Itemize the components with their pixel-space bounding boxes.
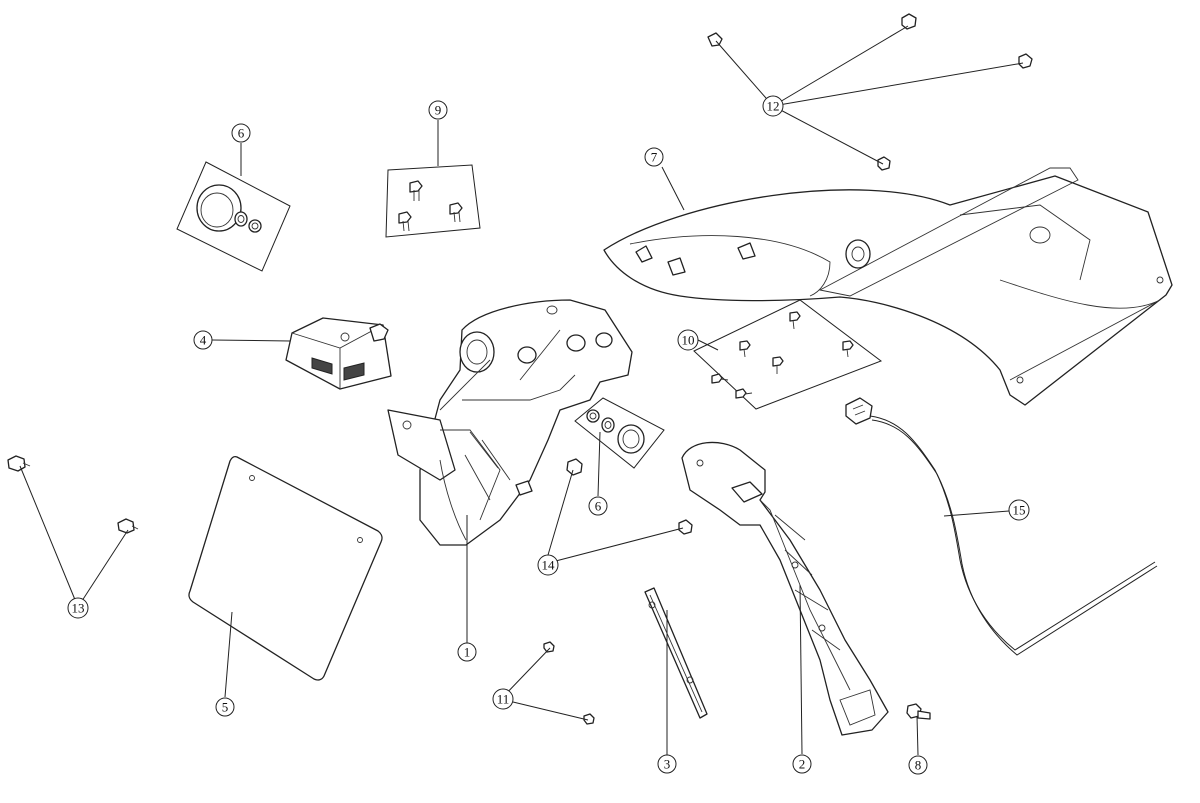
callout-10: 10 [677, 329, 699, 351]
callout-6-lower-label: 6 [595, 499, 602, 514]
callout-5: 5 [215, 697, 235, 717]
part-11-screws [543, 641, 595, 725]
callout-6-top: 6 [231, 123, 251, 143]
callout-12: 12 [762, 95, 784, 117]
callout-11: 11 [492, 688, 514, 710]
part-3-strip [644, 587, 708, 719]
callout-7-label: 7 [651, 150, 658, 165]
callout-5-label: 5 [222, 700, 229, 715]
callout-7: 7 [644, 147, 664, 167]
part-6-grommet-set-top [176, 161, 291, 272]
callout-1-label: 1 [464, 645, 471, 660]
callout-8: 8 [908, 755, 928, 775]
callout-13-label: 13 [72, 601, 85, 616]
callout-9: 9 [428, 100, 448, 120]
callout-9-label: 9 [435, 103, 442, 118]
part-12-screws [707, 13, 1033, 171]
part-7-rear-fender [603, 167, 1173, 406]
callout-15: 15 [1008, 499, 1030, 521]
callout-2-label: 2 [799, 757, 806, 772]
part-13-bolts [7, 455, 139, 534]
callout-6-top-label: 6 [238, 126, 245, 141]
part-4-module [285, 317, 392, 390]
callout-13: 13 [67, 597, 89, 619]
part-2-bracket [681, 441, 889, 736]
callout-10-label: 10 [682, 333, 695, 348]
callout-15-label: 15 [1013, 503, 1026, 518]
leader-lines [19, 25, 1024, 756]
callout-8-label: 8 [915, 758, 922, 773]
part-1-main-bracket [387, 299, 633, 546]
callout-3-label: 3 [664, 757, 671, 772]
callout-14: 14 [537, 554, 559, 576]
part-5-license-plate [188, 455, 383, 681]
part-9-bolts [385, 164, 481, 238]
callout-2: 2 [792, 754, 812, 774]
callout-12-label: 12 [767, 99, 780, 114]
part-14-nuts [566, 458, 693, 535]
callout-1: 1 [457, 642, 477, 662]
callout-4: 4 [193, 330, 213, 350]
part-15-wire-harness [845, 397, 1158, 656]
callout-3: 3 [657, 754, 677, 774]
callout-6-lower: 6 [588, 496, 608, 516]
callout-14-label: 14 [542, 558, 556, 573]
part-6-grommet-set-lower [574, 397, 665, 469]
part-8-bolt [906, 703, 931, 720]
part-10-screws [693, 299, 883, 410]
callout-4-label: 4 [200, 333, 207, 348]
callout-11-label: 11 [497, 692, 510, 707]
